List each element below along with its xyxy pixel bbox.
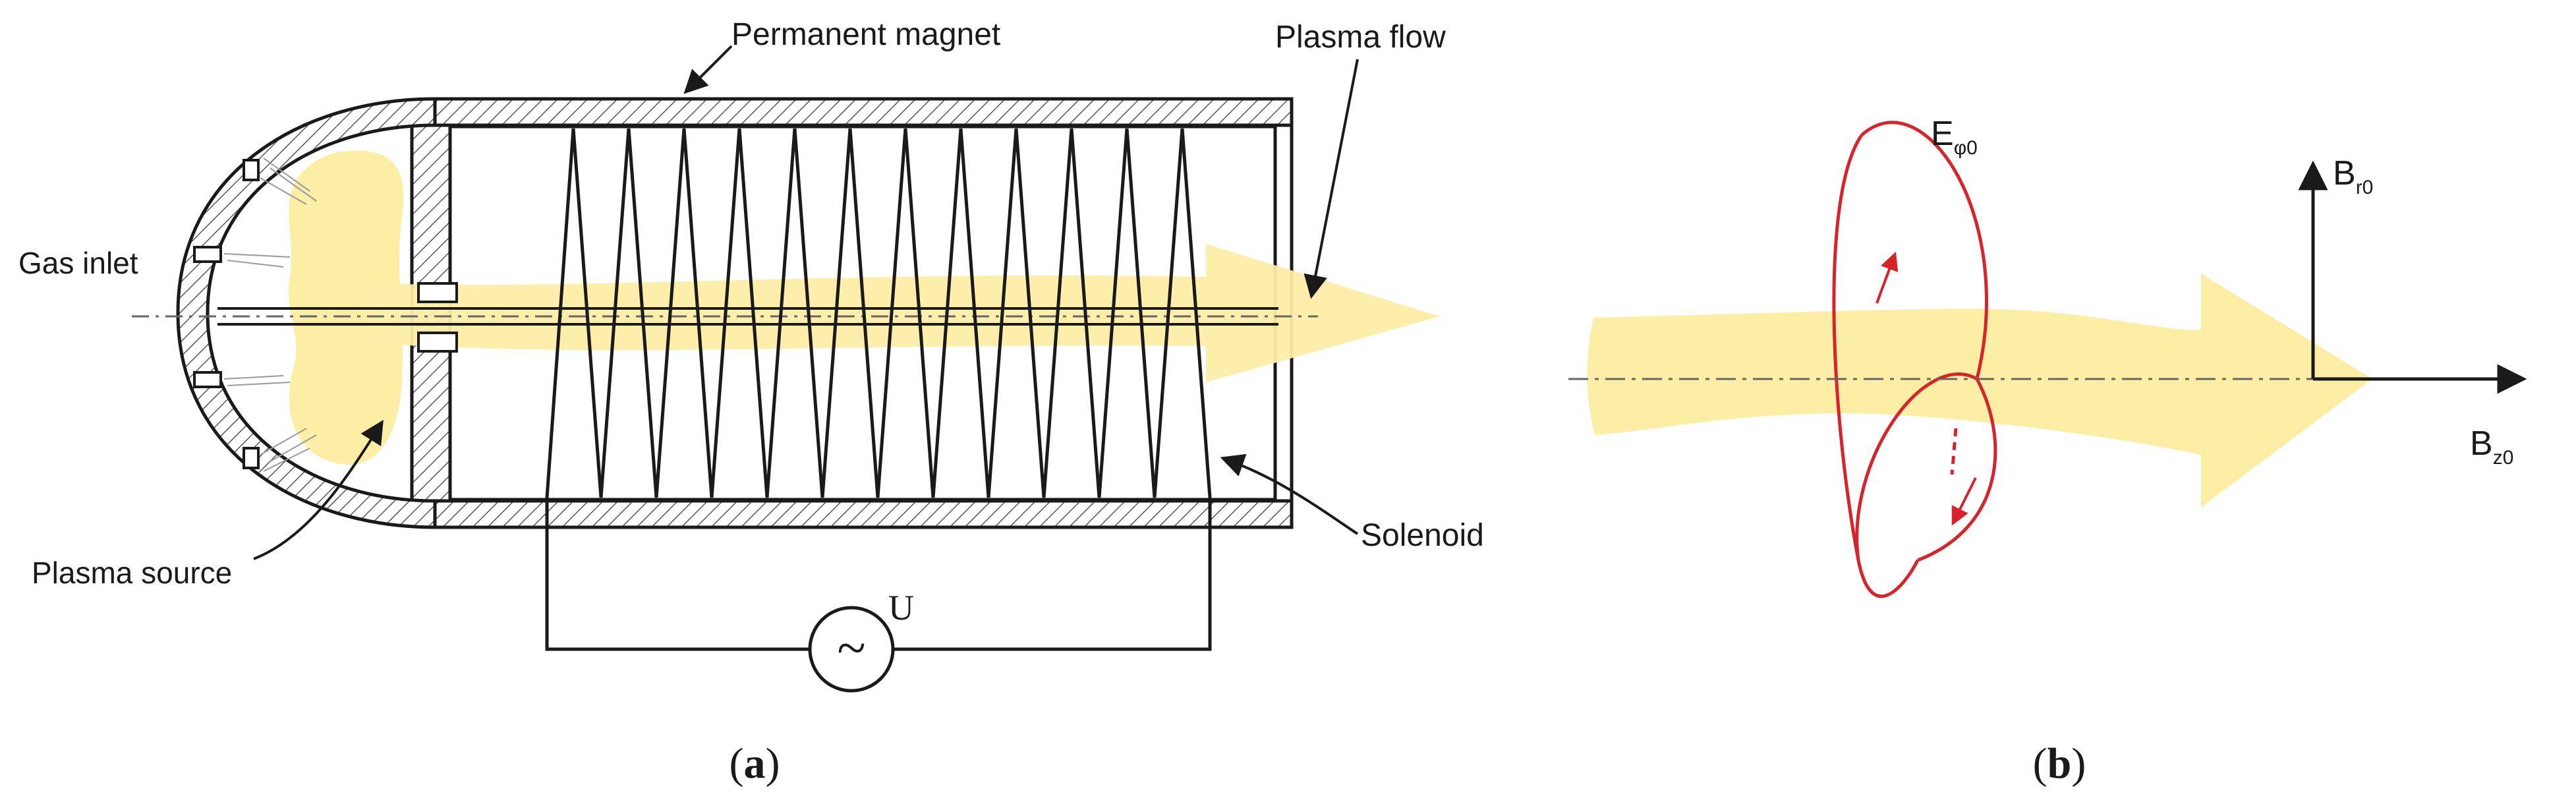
- solenoid-coil: [545, 128, 1212, 498]
- plasma-source-label: Plasma source: [32, 556, 232, 590]
- caption-b: (b): [2033, 740, 2086, 788]
- gas-inlet-label: Gas inlet: [18, 246, 138, 280]
- b-field-vectors: [2298, 160, 2527, 394]
- e-field-direction-arrows: [1875, 251, 1977, 526]
- b-r-label: Br0: [2333, 154, 2373, 198]
- e-field-loop: [1832, 121, 1997, 598]
- caption-a: (a): [730, 740, 780, 788]
- e-field-loop-dashed: [1950, 428, 1958, 475]
- gas-inlet-ports: [193, 159, 260, 469]
- panel-a: ~ U Permanent magnet Plasma flow Gas inl…: [18, 17, 1484, 788]
- external-circuit: [545, 498, 1212, 651]
- plasma-jet-arrow: [1587, 274, 2372, 508]
- b-z-label: Bz0: [2470, 424, 2513, 469]
- voltage-label: U: [888, 588, 914, 627]
- ac-tilde: ~: [837, 620, 865, 678]
- leader-arrows: [253, 45, 1359, 560]
- solenoid-label: Solenoid: [1361, 518, 1484, 553]
- permanent-magnet-label: Permanent magnet: [731, 17, 1000, 52]
- ac-source-symbol: [808, 606, 895, 693]
- central-axis-tube: [132, 282, 1318, 353]
- e-field-label: Eφ0: [1931, 115, 1978, 159]
- plasma-flow-label: Plasma flow: [1275, 20, 1446, 55]
- panel-b: Eφ0 Br0 Bz0 (b): [1568, 115, 2527, 788]
- gas-flow-strokes: [223, 158, 317, 472]
